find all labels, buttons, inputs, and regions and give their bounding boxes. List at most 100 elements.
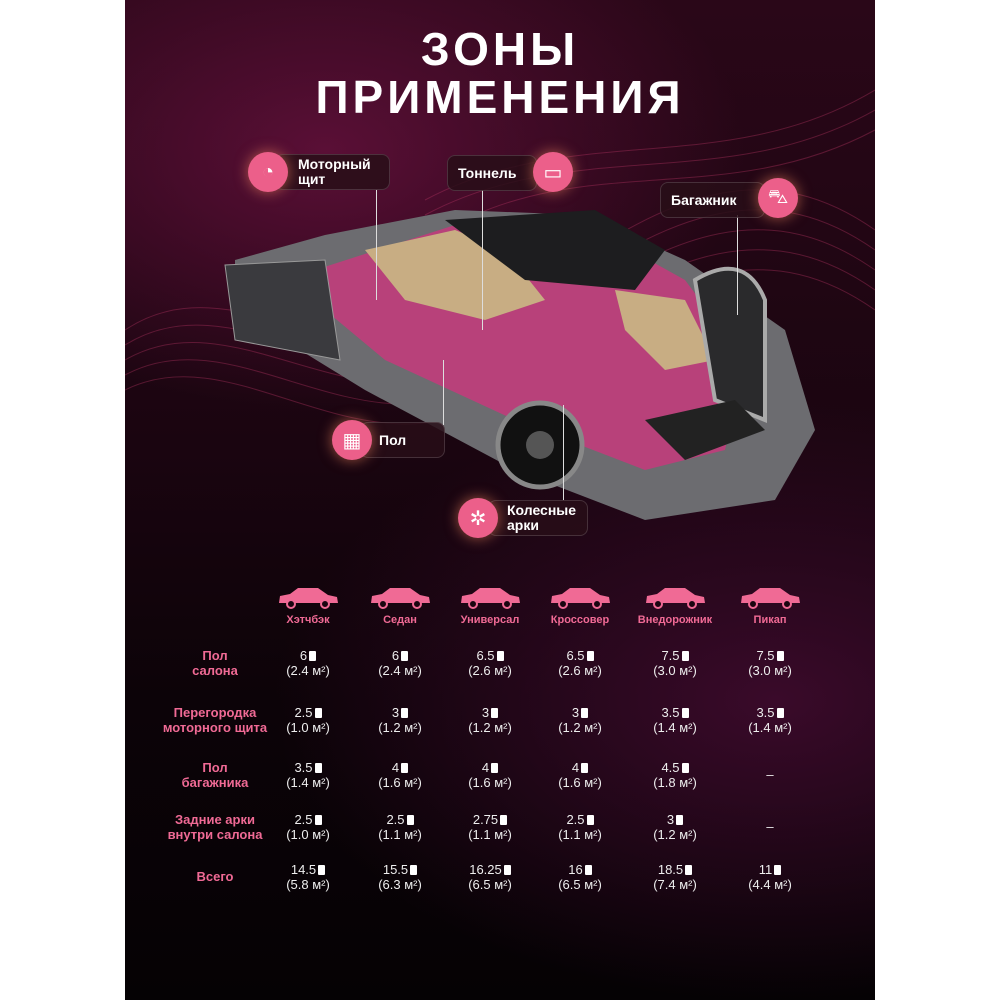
table-cell: 3.5(1.4 м²) bbox=[627, 705, 723, 735]
engine-pointer-line bbox=[376, 190, 377, 300]
column-header: Седан bbox=[352, 585, 448, 626]
row-label-line: внутри салона bbox=[167, 827, 263, 842]
column-header: Внедорожник bbox=[627, 585, 723, 626]
roll-count: 3 bbox=[666, 812, 675, 827]
area-value: (1.4 м²) bbox=[653, 720, 697, 735]
table-cell: 3(1.2 м²) bbox=[442, 705, 538, 735]
car-type-icon bbox=[741, 588, 800, 609]
row-label-line: моторного щита bbox=[162, 720, 268, 735]
roll-icon bbox=[401, 763, 409, 773]
roll-count: 7.5 bbox=[661, 648, 680, 663]
area-value: (1.6 м²) bbox=[468, 775, 512, 790]
column-header: Кроссовер bbox=[532, 585, 628, 626]
callout-label: арки bbox=[507, 517, 539, 533]
floor-pointer-line bbox=[443, 360, 444, 425]
column-label: Внедорожник bbox=[637, 614, 713, 626]
area-value: (1.2 м²) bbox=[378, 720, 422, 735]
car-type-icon bbox=[551, 588, 610, 609]
table-cell: 16(6.5 м²) bbox=[532, 862, 628, 892]
row-label-line: Пол bbox=[202, 760, 228, 775]
roll-icon bbox=[410, 865, 418, 875]
area-value: (1.1 м²) bbox=[468, 827, 512, 842]
area-value: (5.8 м²) bbox=[286, 877, 330, 892]
area-value: (1.6 м²) bbox=[558, 775, 602, 790]
roll-count: 16.25 bbox=[469, 862, 502, 877]
area-value: (1.2 м²) bbox=[558, 720, 602, 735]
table-cell: 7.5(3.0 м²) bbox=[627, 648, 723, 678]
roll-count: 6 bbox=[391, 648, 400, 663]
roll-count: 4 bbox=[571, 760, 580, 775]
roll-count: 4 bbox=[391, 760, 400, 775]
table-cell: – bbox=[722, 767, 818, 782]
car-type-icon bbox=[371, 588, 430, 609]
roll-count: – bbox=[766, 819, 774, 834]
area-value: (3.0 м²) bbox=[653, 663, 697, 678]
tunnel-icon: ▭ bbox=[533, 152, 573, 192]
roll-icon bbox=[406, 815, 414, 825]
roll-count: 2.5 bbox=[566, 812, 585, 827]
table-cell: 3(1.2 м²) bbox=[627, 812, 723, 842]
area-value: (1.4 м²) bbox=[748, 720, 792, 735]
roll-icon bbox=[586, 651, 594, 661]
area-value: (1.2 м²) bbox=[468, 720, 512, 735]
table-cell: 2.5(1.1 м²) bbox=[352, 812, 448, 842]
table-cell: 2.5(1.0 м²) bbox=[260, 812, 356, 842]
roll-icon bbox=[681, 708, 689, 718]
callout-label: Колесные bbox=[507, 502, 577, 518]
area-value: (1.1 м²) bbox=[558, 827, 602, 842]
roll-count: 6.5 bbox=[566, 648, 585, 663]
table-cell: 14.5(5.8 м²) bbox=[260, 862, 356, 892]
roll-icon bbox=[314, 815, 322, 825]
table-cell: 3.5(1.4 м²) bbox=[722, 705, 818, 735]
table-cell: 11(4.4 м²) bbox=[722, 862, 818, 892]
callout-trunk: Багажник bbox=[660, 182, 765, 218]
roll-icon bbox=[586, 815, 594, 825]
table-cell: 6(2.4 м²) bbox=[352, 648, 448, 678]
callout-floor: Пол bbox=[360, 422, 445, 458]
roll-count: 11 bbox=[758, 862, 773, 877]
roll-count: 4.5 bbox=[661, 760, 680, 775]
table-cell: 3(1.2 м²) bbox=[352, 705, 448, 735]
callout-label: Тоннель bbox=[458, 164, 517, 181]
callout-label: Моторный bbox=[298, 156, 371, 172]
callout-label: Пол bbox=[379, 431, 407, 448]
roll-count: 7.5 bbox=[756, 648, 775, 663]
roll-icon bbox=[491, 708, 499, 718]
table-cell: 7.5(3.0 м²) bbox=[722, 648, 818, 678]
area-value: (1.0 м²) bbox=[286, 720, 330, 735]
roll-icon bbox=[401, 651, 409, 661]
roll-count: 6.5 bbox=[476, 648, 495, 663]
roll-icon bbox=[309, 651, 317, 661]
roll-icon bbox=[776, 708, 784, 718]
table-cell: 15.5(6.3 м²) bbox=[352, 862, 448, 892]
roll-icon bbox=[681, 763, 689, 773]
table-cell: 18.5(7.4 м²) bbox=[627, 862, 723, 892]
table-cell: 2.5(1.1 м²) bbox=[532, 812, 628, 842]
area-value: (6.5 м²) bbox=[468, 877, 512, 892]
car-trunk-icon: ⛍ bbox=[758, 178, 798, 218]
tunnel-pointer-line bbox=[482, 190, 483, 330]
area-value: (3.0 м²) bbox=[748, 663, 792, 678]
roll-icon bbox=[503, 865, 511, 875]
title-line-1: ЗОНЫ bbox=[420, 23, 580, 75]
roll-count: 2.5 bbox=[386, 812, 405, 827]
arches-pointer-line bbox=[563, 405, 564, 500]
roll-count: 3 bbox=[481, 705, 490, 720]
area-value: (7.4 м²) bbox=[653, 877, 697, 892]
column-header: Пикап bbox=[722, 585, 818, 626]
roll-icon bbox=[581, 763, 589, 773]
roll-icon bbox=[774, 865, 782, 875]
roll-count: 2.75 bbox=[472, 812, 499, 827]
table-cell: 3.5(1.4 м²) bbox=[260, 760, 356, 790]
area-value: (6.5 м²) bbox=[558, 877, 602, 892]
column-label: Универсал bbox=[460, 614, 520, 626]
area-value: (2.6 м²) bbox=[468, 663, 512, 678]
roll-count: 3.5 bbox=[294, 760, 313, 775]
column-label: Хэтчбэк bbox=[286, 614, 330, 626]
area-value: (1.0 м²) bbox=[286, 827, 330, 842]
